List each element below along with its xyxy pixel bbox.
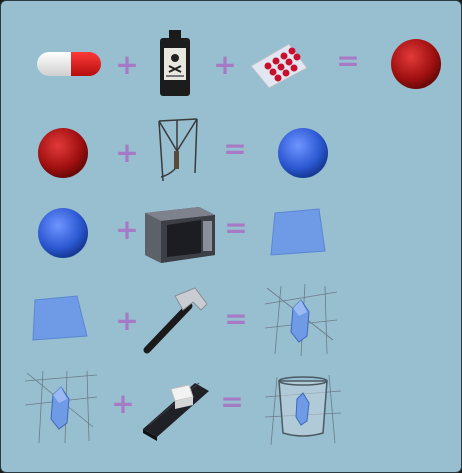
plus-operator: + <box>213 48 237 81</box>
equals-operator: = <box>220 385 244 418</box>
equals-operator: = <box>224 211 248 244</box>
plus-operator: + <box>115 213 139 246</box>
blue-sheet-icon[interactable] <box>19 280 99 360</box>
blue-crystal-icon[interactable] <box>21 367 101 447</box>
recipe-row-2: + = <box>1 108 461 198</box>
recipe-row-1: + + = <box>1 19 461 109</box>
crystal-in-beaker-icon[interactable] <box>263 367 343 447</box>
capsule-pill-icon[interactable] <box>29 24 109 104</box>
blue-sphere-icon[interactable] <box>23 193 103 273</box>
microwave-oven-icon[interactable] <box>139 193 219 273</box>
blue-crystal-icon[interactable] <box>261 280 341 360</box>
recipe-row-3: + = <box>1 193 461 283</box>
conveyor-belt-icon[interactable] <box>137 367 217 447</box>
plus-operator: + <box>115 48 139 81</box>
blue-sphere-icon[interactable] <box>263 111 343 191</box>
recipe-row-5: + = <box>1 363 461 453</box>
equals-operator: = <box>336 44 360 77</box>
pill-blister-pack-icon[interactable] <box>237 24 317 104</box>
red-sphere-icon[interactable] <box>378 24 458 104</box>
plus-operator: + <box>115 136 139 169</box>
plus-operator: + <box>115 304 139 337</box>
ring-stand-icon[interactable] <box>139 111 219 191</box>
poison-bottle-icon[interactable] <box>136 24 216 104</box>
hammer-icon[interactable] <box>137 280 217 360</box>
equals-operator: = <box>223 132 247 165</box>
plus-operator: + <box>111 387 135 420</box>
equals-operator: = <box>224 302 248 335</box>
recipe-row-4: + = <box>1 277 461 367</box>
blue-sheet-icon[interactable] <box>259 193 339 273</box>
red-sphere-icon[interactable] <box>23 111 103 191</box>
